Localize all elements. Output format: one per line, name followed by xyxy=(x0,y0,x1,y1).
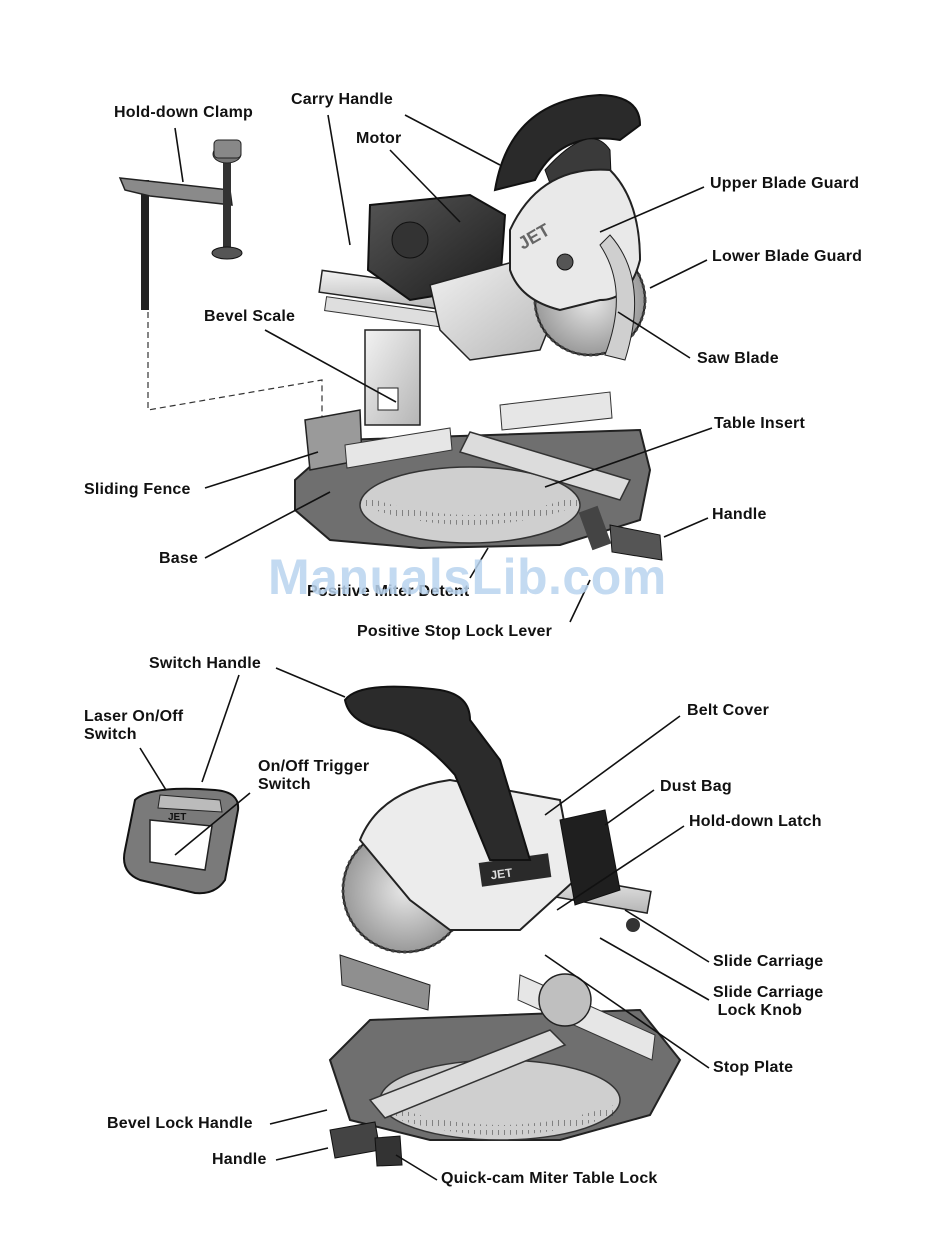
label-handle-bottom: Handle xyxy=(212,1151,267,1168)
label-bevel-scale: Bevel Scale xyxy=(204,308,296,325)
label-positive-stop-lock-lever: Positive Stop Lock Lever xyxy=(357,623,553,640)
label-laser-on-off-switch: Laser On/Off Switch xyxy=(84,708,184,743)
label-dust-bag: Dust Bag xyxy=(660,778,732,795)
label-saw-blade: Saw Blade xyxy=(697,350,779,367)
bottom-saw-drawing: JET xyxy=(328,685,682,1167)
brand-logo-switch: JET xyxy=(168,812,186,823)
watermark: ManualsLib.com xyxy=(268,549,667,605)
leader-lines xyxy=(139,114,713,1181)
label-slide-carriage-lock-knob: Slide Carriage Lock Knob xyxy=(713,984,824,1019)
switch-handle-drawing: JET xyxy=(123,787,240,895)
label-hold-down-clamp: Hold-down Clamp xyxy=(114,104,253,121)
label-bevel-lock-handle: Bevel Lock Handle xyxy=(107,1115,253,1132)
label-quick-cam-miter-table-lock: Quick-cam Miter Table Lock xyxy=(441,1170,658,1187)
label-belt-cover: Belt Cover xyxy=(687,702,770,719)
label-motor: Motor xyxy=(356,130,402,147)
hold-down-clamp-drawing xyxy=(118,139,323,420)
label-positive-miter-detent: Positive Miter Detent xyxy=(307,583,470,600)
label-carry-handle: Carry Handle xyxy=(291,91,393,108)
top-saw-drawing: JET xyxy=(294,93,663,561)
label-on-off-trigger-switch: On/Off Trigger Switch xyxy=(258,758,370,793)
label-table-insert: Table Insert xyxy=(714,415,806,432)
label-handle-top: Handle xyxy=(712,506,767,523)
label-stop-plate: Stop Plate xyxy=(713,1059,794,1076)
label-slide-carriage: Slide Carriage xyxy=(713,953,824,970)
label-sliding-fence: Sliding Fence xyxy=(84,481,191,498)
brand-logo-bottom: JET xyxy=(490,865,514,882)
label-base: Base xyxy=(159,550,199,567)
label-switch-handle: Switch Handle xyxy=(149,655,261,672)
label-hold-down-latch: Hold-down Latch xyxy=(689,813,822,830)
label-upper-blade-guard: Upper Blade Guard xyxy=(710,175,860,192)
label-lower-blade-guard: Lower Blade Guard xyxy=(712,248,863,265)
